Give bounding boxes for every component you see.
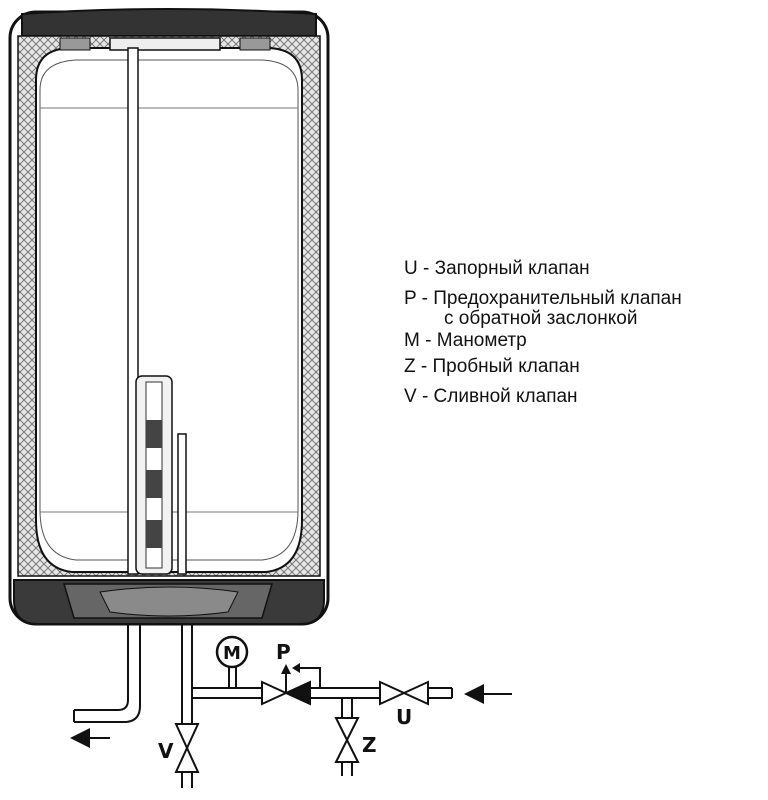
legend-item-z: Z - Пробный клапан — [404, 356, 580, 377]
shutoff-valve — [379, 680, 429, 706]
drain-pipe — [181, 624, 193, 788]
test-valve — [334, 698, 360, 776]
cold-water-inlet-tube — [177, 433, 187, 575]
drain-valve-label: V — [158, 739, 174, 763]
supply-line — [192, 687, 453, 699]
bottom-panel — [13, 579, 325, 625]
legend-item-m: M - Манометр — [404, 330, 527, 351]
legend-item-u: U - Запорный клапан — [404, 258, 590, 279]
hot-water-pipe — [127, 47, 139, 575]
legend: U - Запорный клапан P - Предохранительны… — [404, 256, 764, 410]
manometer — [215, 635, 249, 688]
outlet-pipe — [73, 624, 141, 723]
safety-valve-label: P — [276, 640, 291, 664]
safety-valve — [261, 663, 321, 706]
heating-element — [135, 375, 173, 575]
legend-item-v: V - Сливной клапан — [404, 386, 578, 407]
legend-item-p: P - Предохранительный клапан — [404, 288, 682, 309]
top-flange — [59, 37, 271, 51]
legend-item-p-continuation: с обратной заслонкой — [444, 308, 638, 329]
drain-valve — [174, 723, 200, 773]
test-valve-label: Z — [362, 733, 377, 757]
manometer-label: M — [223, 643, 241, 664]
inner-tank — [35, 47, 303, 573]
shutoff-valve-label: U — [396, 705, 412, 729]
